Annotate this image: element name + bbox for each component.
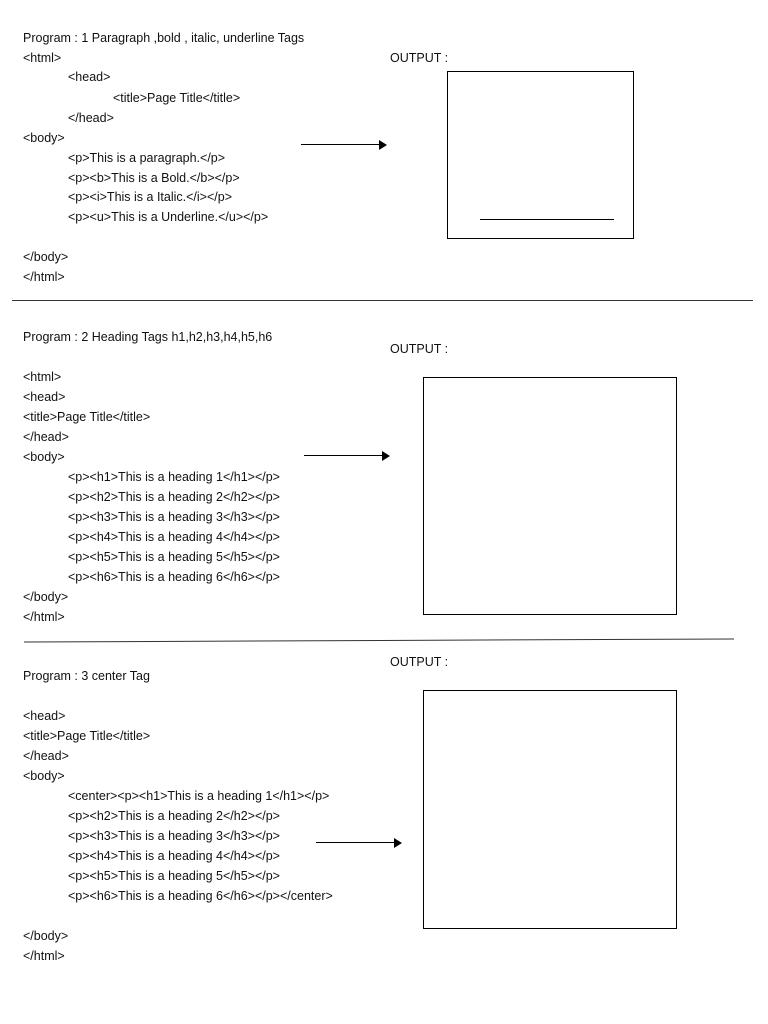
output-box bbox=[447, 71, 634, 239]
code-line: </html> bbox=[23, 610, 65, 624]
code-line: </html> bbox=[23, 270, 65, 284]
section-divider bbox=[24, 638, 734, 643]
code-line: <body> bbox=[23, 769, 65, 783]
code-line: </head> bbox=[23, 749, 69, 763]
code-line: </head> bbox=[23, 430, 69, 444]
code-line: <p><h5>This is a heading 5</h5></p> bbox=[68, 550, 280, 564]
code-line: <p><h6>This is a heading 6</h6></p> bbox=[68, 570, 280, 584]
code-line: <p><h2>This is a heading 2</h2></p> bbox=[68, 809, 280, 823]
output-label: OUTPUT : bbox=[390, 51, 449, 65]
code-line: <p><b>This is a Bold.</b></p> bbox=[68, 171, 240, 185]
output-box bbox=[423, 377, 677, 615]
arrow-right-icon bbox=[301, 140, 387, 150]
arrow-right-icon bbox=[304, 451, 390, 461]
program-3-title: Program : 3 center Tag bbox=[23, 669, 150, 683]
code-line: <p><i>This is a Italic.</i></p> bbox=[68, 190, 232, 204]
code-line: <p><h3>This is a heading 3</h3></p> bbox=[68, 510, 280, 524]
code-line: <p><h1>This is a heading 1</h1></p> bbox=[68, 470, 280, 484]
code-line: <center><p><h1>This is a heading 1</h1><… bbox=[68, 789, 330, 803]
code-line: </body> bbox=[23, 250, 69, 264]
code-line: <p><h3>This is a heading 3</h3></p> bbox=[68, 829, 280, 843]
code-line: <p><h2>This is a heading 2</h2></p> bbox=[68, 490, 280, 504]
code-line: <title>Page Title</title> bbox=[23, 410, 151, 424]
code-line: </head> bbox=[68, 111, 114, 125]
code-line: <html> bbox=[23, 51, 62, 65]
code-line: </html> bbox=[23, 949, 65, 963]
code-line: <head> bbox=[68, 70, 111, 84]
code-line: <p>This is a paragraph.</p> bbox=[68, 151, 226, 165]
program-2-title: Program : 2 Heading Tags h1,h2,h3,h4,h5,… bbox=[23, 330, 273, 344]
code-line: </body> bbox=[23, 590, 69, 604]
code-line: <title>Page Title</title> bbox=[113, 91, 241, 105]
code-line: <body> bbox=[23, 450, 65, 464]
code-line: <title>Page Title</title> bbox=[23, 729, 151, 743]
code-line: <p><h6>This is a heading 6</h6></p></cen… bbox=[68, 889, 333, 903]
code-line: <head> bbox=[23, 390, 66, 404]
code-line: <p><u>This is a Underline.</u></p> bbox=[68, 210, 269, 224]
output-box bbox=[423, 690, 677, 929]
code-line: <p><h4>This is a heading 4</h4></p> bbox=[68, 530, 280, 544]
underline-mark bbox=[480, 219, 614, 220]
code-line: </body> bbox=[23, 929, 69, 943]
code-line: <p><h5>This is a heading 5</h5></p> bbox=[68, 869, 280, 883]
arrow-right-icon bbox=[316, 838, 402, 848]
output-label: OUTPUT : bbox=[390, 342, 449, 356]
code-line: <body> bbox=[23, 131, 65, 145]
program-1-title: Program : 1 Paragraph ,bold , italic, un… bbox=[23, 31, 305, 45]
code-line: <html> bbox=[23, 370, 62, 384]
output-label: OUTPUT : bbox=[390, 655, 449, 669]
section-divider bbox=[12, 300, 753, 301]
code-line: <head> bbox=[23, 709, 66, 723]
code-line: <p><h4>This is a heading 4</h4></p> bbox=[68, 849, 280, 863]
